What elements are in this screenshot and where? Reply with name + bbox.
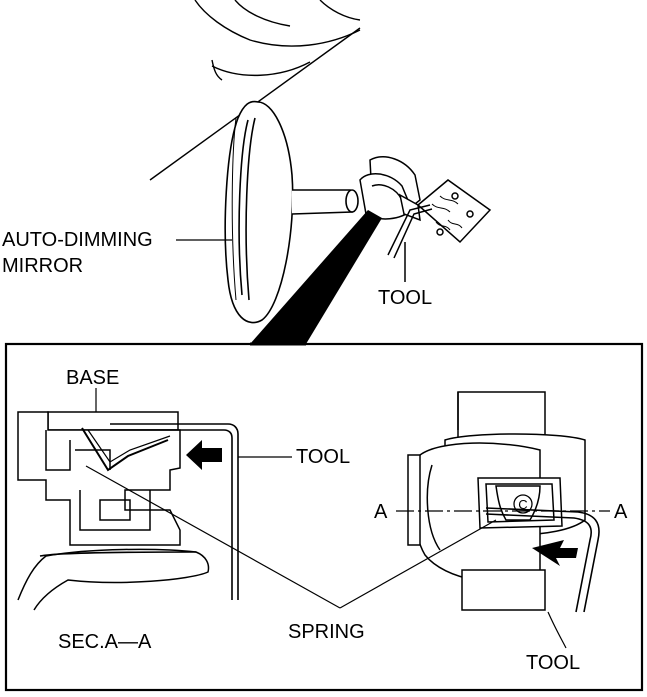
mirror-base-detail: [407, 391, 586, 611]
label-auto-dimming: AUTO-DIMMING: [2, 229, 153, 251]
label-tool-top: TOOL: [378, 287, 432, 309]
callout-c-circle: [513, 494, 533, 514]
push-arrow-section: [186, 440, 222, 470]
label-section-a-right: A: [614, 501, 628, 523]
auto-dimming-mirror: [224, 100, 359, 324]
section-a-a-view: [17, 411, 210, 611]
mirror-base-assembly: [359, 156, 492, 244]
label-tool-section: TOOL: [296, 446, 350, 468]
label-tool-bottom: TOOL: [526, 652, 580, 674]
label-section-a-left: A: [374, 501, 388, 523]
leaders: [85, 388, 567, 649]
zoom-wedge: [250, 210, 382, 344]
tool-top: [387, 204, 433, 282]
label-mirror: MIRROR: [2, 255, 83, 277]
tool-section: [110, 423, 239, 600]
tool-detail: [485, 507, 600, 613]
push-arrow-detail: [532, 540, 578, 566]
callout-c-letter: C: [518, 497, 527, 512]
label-section-caption: SEC.A—A: [58, 631, 152, 653]
label-spring: SPRING: [288, 621, 365, 643]
label-base: BASE: [66, 367, 119, 389]
